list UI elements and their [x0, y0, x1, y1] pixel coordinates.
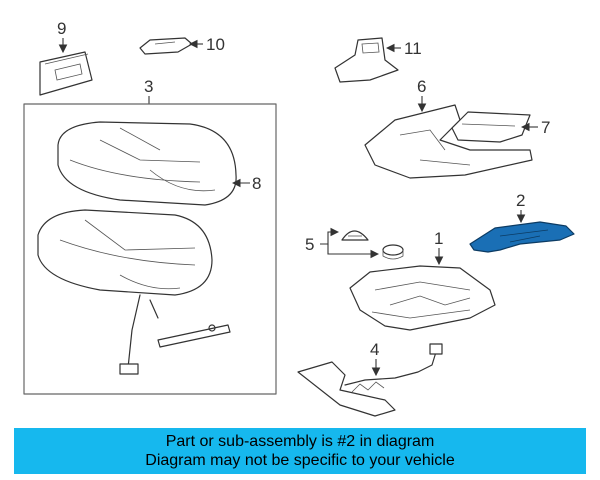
info-banner: Part or sub-assembly is #2 in diagram Di…: [14, 428, 586, 474]
callout-7: 7: [541, 118, 550, 137]
part-7[interactable]: 7: [451, 111, 550, 143]
part-4[interactable]: 4: [297, 340, 443, 417]
part-11[interactable]: 11: [334, 37, 422, 83]
part-9[interactable]: 9: [39, 19, 93, 96]
callout-8: 8: [252, 174, 261, 193]
seat-cushion-frame[interactable]: [37, 209, 231, 375]
highlighted-part-shape: [469, 221, 575, 253]
callout-5: 5: [305, 235, 314, 254]
callout-10: 10: [206, 35, 225, 54]
part-10[interactable]: 10: [139, 35, 225, 55]
parts-diagram: 9 10 3 8 11: [23, 19, 575, 417]
part-5[interactable]: 5: [305, 227, 404, 260]
part-8[interactable]: 8: [57, 121, 261, 206]
callout-1: 1: [434, 229, 443, 248]
callout-9: 9: [57, 19, 66, 38]
callout-6: 6: [417, 77, 426, 96]
banner-line-2: Diagram may not be specific to your vehi…: [145, 452, 455, 469]
callout-2: 2: [516, 191, 525, 210]
part-2-highlighted[interactable]: 2: [469, 191, 575, 253]
callout-4: 4: [370, 340, 379, 359]
banner-line-1: Part or sub-assembly is #2 in diagram: [165, 433, 435, 450]
part-1[interactable]: 1: [349, 229, 496, 331]
callout-3: 3: [144, 77, 153, 96]
part-3-assembly[interactable]: 3: [23, 77, 277, 395]
callout-11: 11: [404, 39, 422, 58]
part-6[interactable]: 6: [364, 77, 533, 179]
